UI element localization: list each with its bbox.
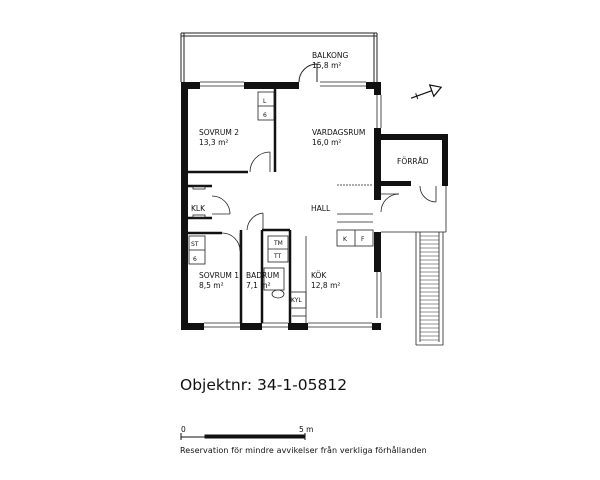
sovrum1-label: SOVRUM 1 — [199, 271, 239, 280]
kok-area: 12,8 m² — [311, 281, 340, 290]
walls — [181, 82, 448, 330]
fixture-6-bottom-label: 6 — [193, 256, 197, 263]
badrum-area: 7,1 m² — [246, 281, 271, 290]
fixture-k-label: K — [343, 236, 348, 243]
fixture-kyl-label: KYL — [291, 297, 302, 304]
fixture-tm-label: TM — [273, 240, 283, 247]
hall-label: HALL — [311, 204, 331, 213]
vardagsrum-area: 16,0 m² — [312, 138, 341, 147]
kok-label: KÖK — [311, 271, 327, 280]
doors — [211, 151, 437, 252]
sovrum2-label: SOVRUM 2 — [199, 128, 239, 137]
scale-start-label: 0 — [181, 425, 186, 434]
fixture-6-top-label: 6 — [263, 112, 267, 119]
stairs — [381, 186, 447, 346]
objektnr-label: Objektnr: 34-1-05812 — [180, 376, 348, 394]
north-arrow-icon — [410, 84, 443, 100]
badrum-label: BADRUM — [246, 271, 279, 280]
disclaimer-text: Reservation för mindre avvikelser från v… — [180, 446, 427, 455]
fixtures — [188, 91, 374, 323]
fixture-f-label: F — [361, 236, 365, 243]
klk-label: KLK — [191, 204, 206, 213]
balkong-label: BALKONG — [312, 51, 348, 60]
balcony — [180, 32, 378, 83]
balkong-area: 15,8 m² — [312, 61, 341, 70]
sovrum2-area: 13,3 m² — [199, 138, 228, 147]
windows — [200, 81, 382, 328]
scale-end-label: 5 m — [299, 425, 314, 434]
fixture-tt-label: TT — [273, 253, 282, 260]
fixture-l-label: L — [263, 98, 267, 105]
scale-bar — [180, 433, 306, 440]
forrad-label: FÖRRÅD — [397, 157, 429, 166]
vardagsrum-label: VARDAGSRUM — [312, 128, 365, 137]
stair-treads — [420, 235, 439, 341]
sovrum1-area: 8,5 m² — [199, 281, 224, 290]
fixture-st-label: ST — [191, 241, 199, 248]
